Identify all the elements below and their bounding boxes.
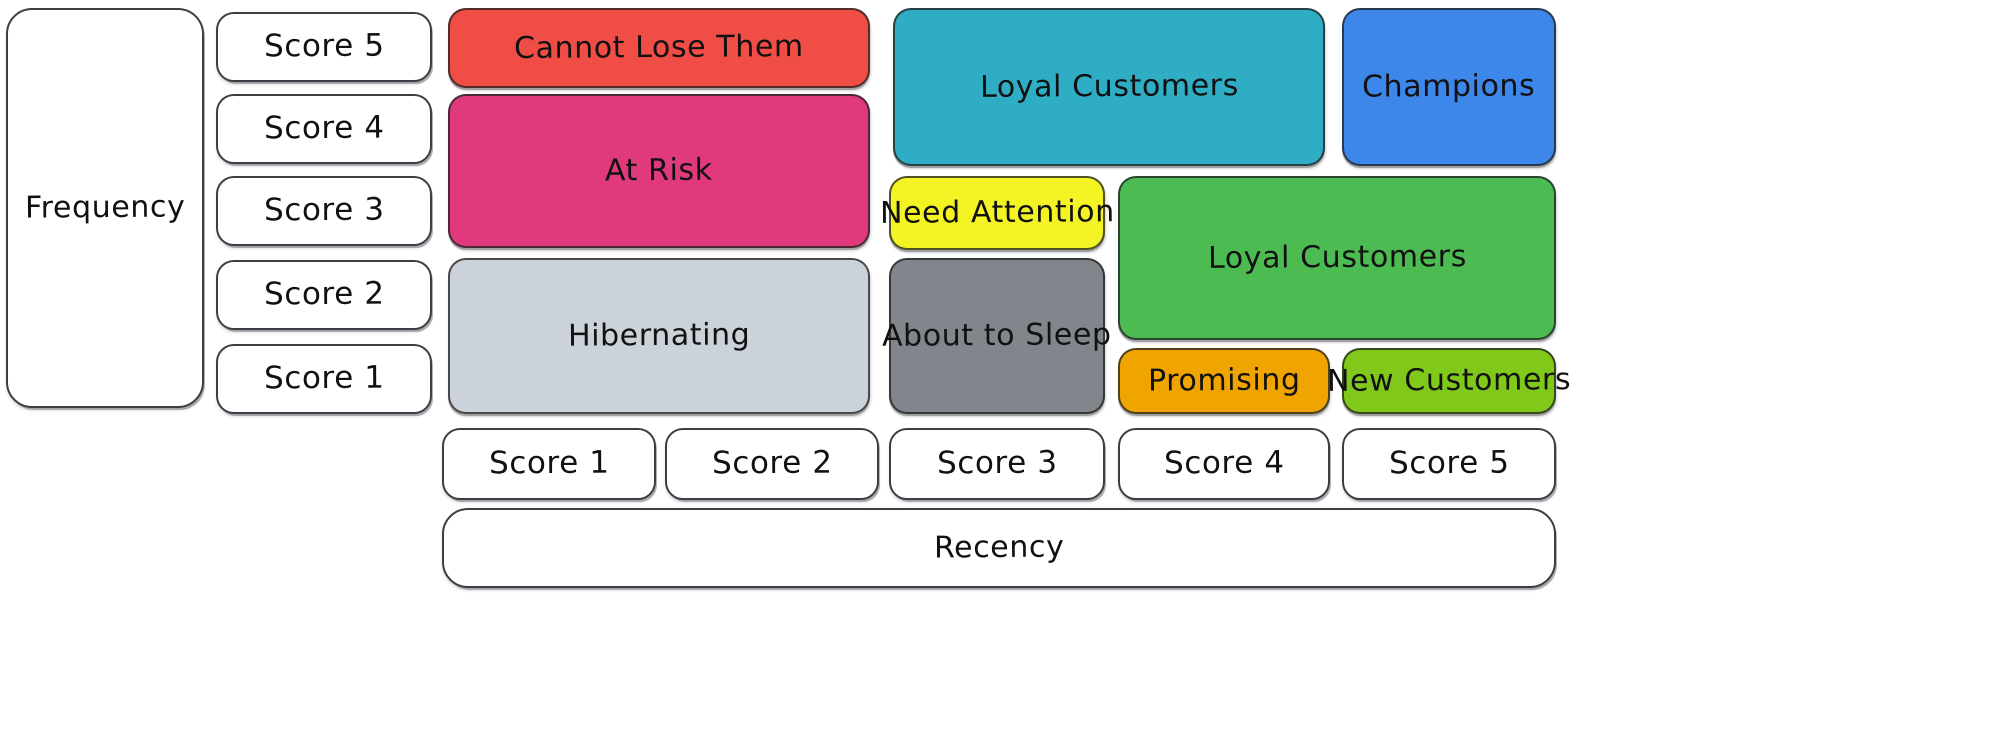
segment-at-risk[interactable]: At Risk	[448, 94, 870, 248]
frequency-score-3-label: Score 3	[263, 191, 385, 229]
segment-champions-label: Champions	[1362, 68, 1536, 105]
segment-cannot-lose-them[interactable]: Cannot Lose Them	[448, 8, 870, 88]
segment-cannot-lose-them-label: Cannot Lose Them	[513, 28, 805, 66]
segment-about-to-sleep-label: About to Sleep	[882, 316, 1112, 354]
recency-score-3-label: Score 3	[936, 444, 1058, 482]
segment-hibernating-label: Hibernating	[567, 317, 751, 354]
frequency-score-4-label: Score 4	[263, 109, 385, 147]
recency-score-2-label: Score 2	[711, 444, 833, 482]
segment-loyal-customers-teal-label: Loyal Customers	[979, 67, 1239, 105]
frequency-axis-label: Frequency	[6, 8, 204, 408]
segment-loyal-customers-green-label: Loyal Customers	[1207, 238, 1467, 276]
recency-score-4[interactable]: Score 4	[1118, 428, 1330, 500]
frequency-score-5[interactable]: Score 5	[216, 12, 432, 82]
segment-at-risk-label: At Risk	[605, 152, 713, 189]
segment-hibernating[interactable]: Hibernating	[448, 258, 870, 414]
segment-about-to-sleep[interactable]: About to Sleep	[882, 258, 1112, 414]
recency-score-2[interactable]: Score 2	[665, 428, 879, 500]
recency-score-4-label: Score 4	[1163, 444, 1285, 482]
frequency-score-1[interactable]: Score 1	[216, 344, 432, 414]
segment-need-attention[interactable]: Need Attention	[879, 176, 1115, 250]
segment-promising-label: Promising	[1147, 362, 1301, 399]
frequency-score-2[interactable]: Score 2	[216, 260, 432, 330]
segment-loyal-customers-teal[interactable]: Loyal Customers	[893, 8, 1325, 166]
frequency-score-2-label: Score 2	[263, 275, 385, 313]
recency-score-1[interactable]: Score 1	[442, 428, 656, 500]
segment-champions[interactable]: Champions	[1342, 8, 1556, 166]
frequency-score-5-label: Score 5	[263, 27, 385, 65]
recency-score-3[interactable]: Score 3	[889, 428, 1105, 500]
recency-axis-label: Recency	[442, 508, 1556, 588]
frequency-score-3[interactable]: Score 3	[216, 176, 432, 246]
segment-new-customers-label: New Customers	[1326, 361, 1572, 399]
frequency-axis-label-text: Frequency	[24, 189, 186, 226]
segment-need-attention-label: Need Attention	[879, 193, 1115, 231]
recency-score-1-label: Score 1	[488, 444, 610, 482]
segment-loyal-customers-green[interactable]: Loyal Customers	[1118, 176, 1556, 340]
segment-new-customers[interactable]: New Customers	[1327, 348, 1571, 414]
segment-promising[interactable]: Promising	[1118, 348, 1330, 414]
frequency-score-1-label: Score 1	[263, 359, 385, 397]
recency-score-5[interactable]: Score 5	[1342, 428, 1556, 500]
frequency-score-4[interactable]: Score 4	[216, 94, 432, 164]
recency-axis-label-text: Recency	[933, 529, 1065, 566]
recency-score-5-label: Score 5	[1388, 444, 1510, 482]
